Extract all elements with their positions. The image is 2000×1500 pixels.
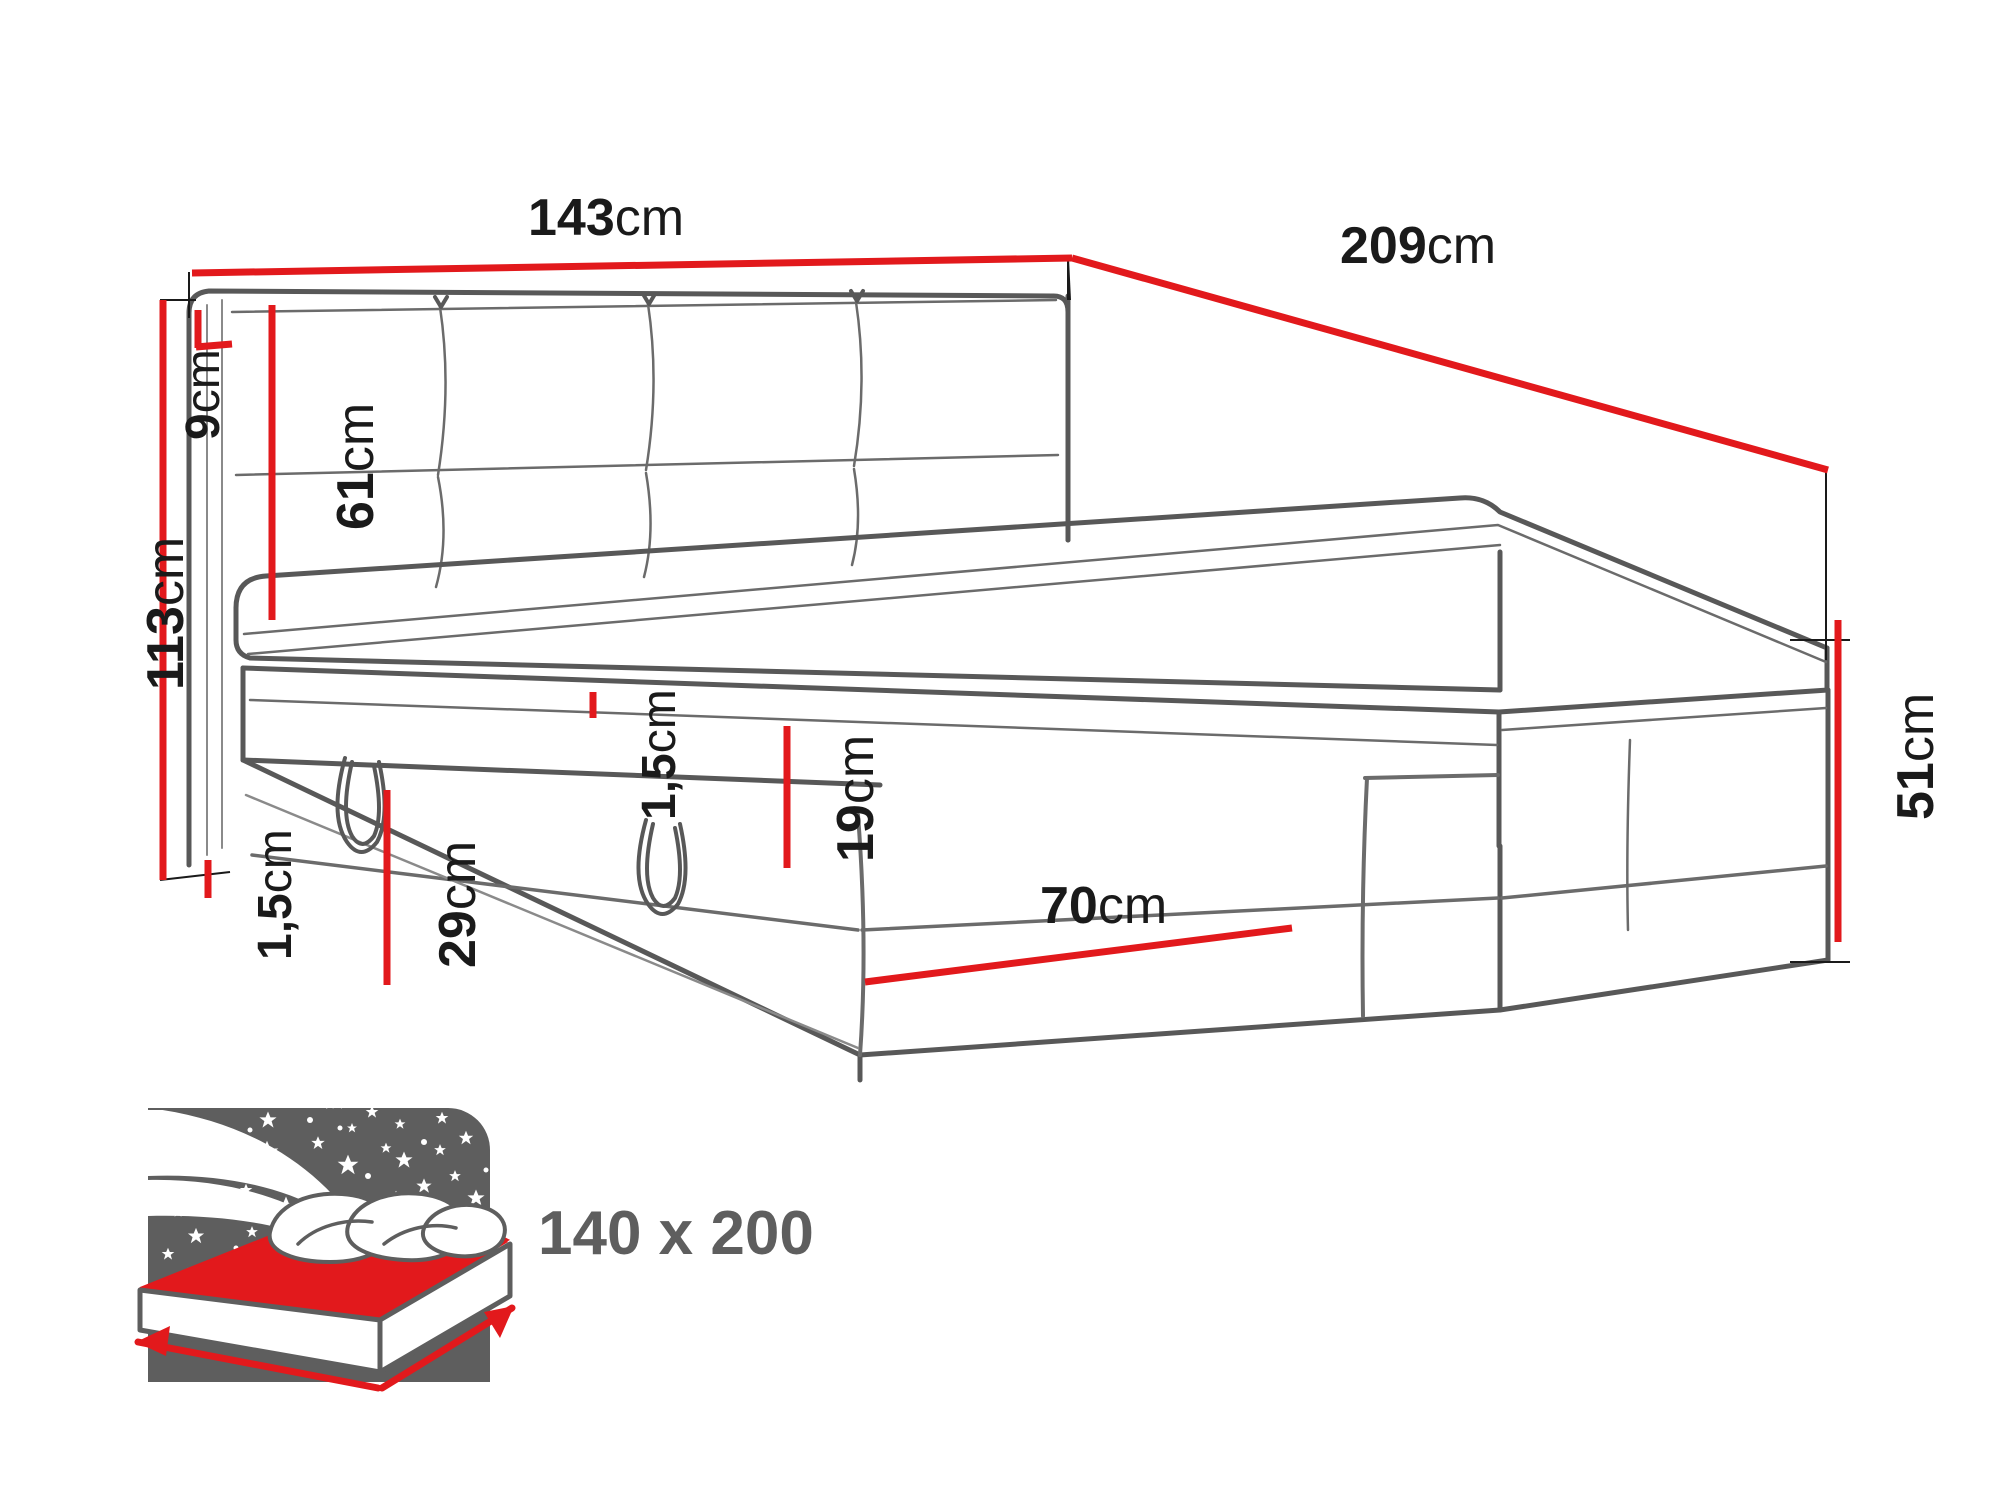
- headboard-edge-lines: [206, 299, 223, 856]
- dimension-label-base-height: 29cm: [429, 840, 487, 968]
- headboard: [186, 288, 1071, 868]
- side-face-seams: [1626, 738, 1632, 932]
- mattress-size-caption: 140 x 200: [538, 1199, 814, 1268]
- base-bottom-strip: [244, 793, 860, 1050]
- base-panel-seams: [856, 773, 1500, 1057]
- extension-lines: [159, 257, 1850, 963]
- dimension-label-side-height: 51cm: [1887, 692, 1945, 820]
- headboard-notches: [433, 289, 865, 309]
- mattress-seams: [248, 698, 1828, 747]
- mattress-arrow-heads: [136, 1306, 514, 1356]
- dimension-label-width-total: 143cm: [528, 189, 685, 247]
- pillow-folds: [296, 1219, 458, 1246]
- dimension-label-depth-total: 209cm: [1340, 217, 1497, 275]
- dimension-label-frame-foot: 1,5cm: [249, 829, 302, 960]
- dimension-label-height-total: 113cm: [137, 536, 195, 690]
- mattress-topper: [233, 495, 1830, 693]
- topper-seams: [242, 523, 1828, 664]
- pillows: [267, 1191, 507, 1264]
- storage-base: [240, 757, 1831, 1083]
- dimline-209: [1071, 254, 1829, 474]
- dimension-label-mattress-height: 19cm: [827, 734, 885, 862]
- base-divider: [250, 853, 1828, 932]
- mattress-body-side: [377, 1241, 513, 1375]
- dimline-9-tick: [195, 340, 233, 351]
- dimension-label-topper-thickness: 1,5cm: [633, 689, 686, 820]
- crescent-sweep: [148, 1110, 372, 1250]
- dimension-lines: [159, 254, 1842, 986]
- mattress: [240, 665, 1831, 963]
- dimline-143: [191, 254, 1073, 277]
- bed-illustration: [186, 288, 1831, 1083]
- dimension-label-drawer-width: 70cm: [1040, 877, 1168, 935]
- headboard-quilting: [230, 298, 1060, 589]
- mattress-size-icon: [134, 1085, 516, 1392]
- dimline-70: [864, 924, 1293, 986]
- dimension-label-headboard-height: 61cm: [327, 402, 385, 530]
- dimension-label-headboard-top: 9cm: [177, 349, 230, 440]
